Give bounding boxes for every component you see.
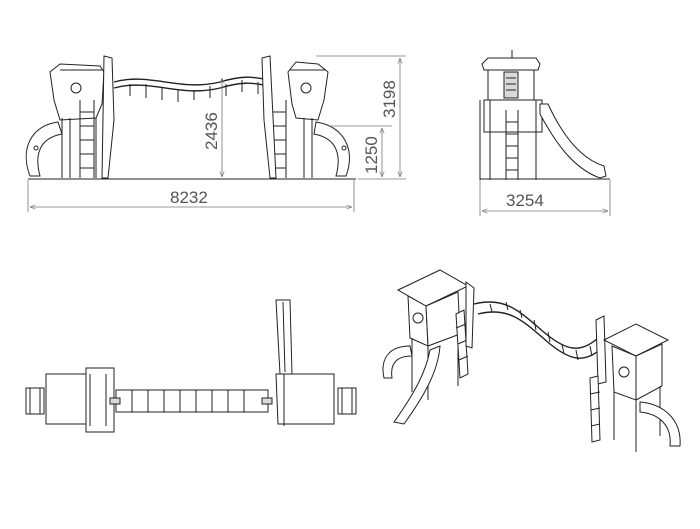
right-tower [261, 55, 350, 179]
iso-view [382, 269, 681, 452]
front-view: 8232 2436 1250 3198 [25, 55, 406, 212]
bridge [113, 76, 269, 102]
top-view [25, 299, 357, 433]
bridge-height-label: 2436 [202, 112, 221, 150]
side-width-label: 3254 [506, 191, 544, 210]
total-height-label: 3198 [380, 80, 399, 118]
platform-height-label: 1250 [362, 136, 381, 174]
dim-total-length: 8232 [27, 180, 355, 212]
dim-total-height: 3198 [316, 55, 406, 180]
dim-side-width: 3254 [479, 180, 611, 216]
dim-platform-height: 1250 [330, 125, 392, 177]
left-tower [25, 55, 115, 179]
side-view: 3254 [479, 50, 611, 216]
total-length-label: 8232 [170, 188, 208, 207]
dim-bridge-height: 2436 [202, 78, 222, 177]
